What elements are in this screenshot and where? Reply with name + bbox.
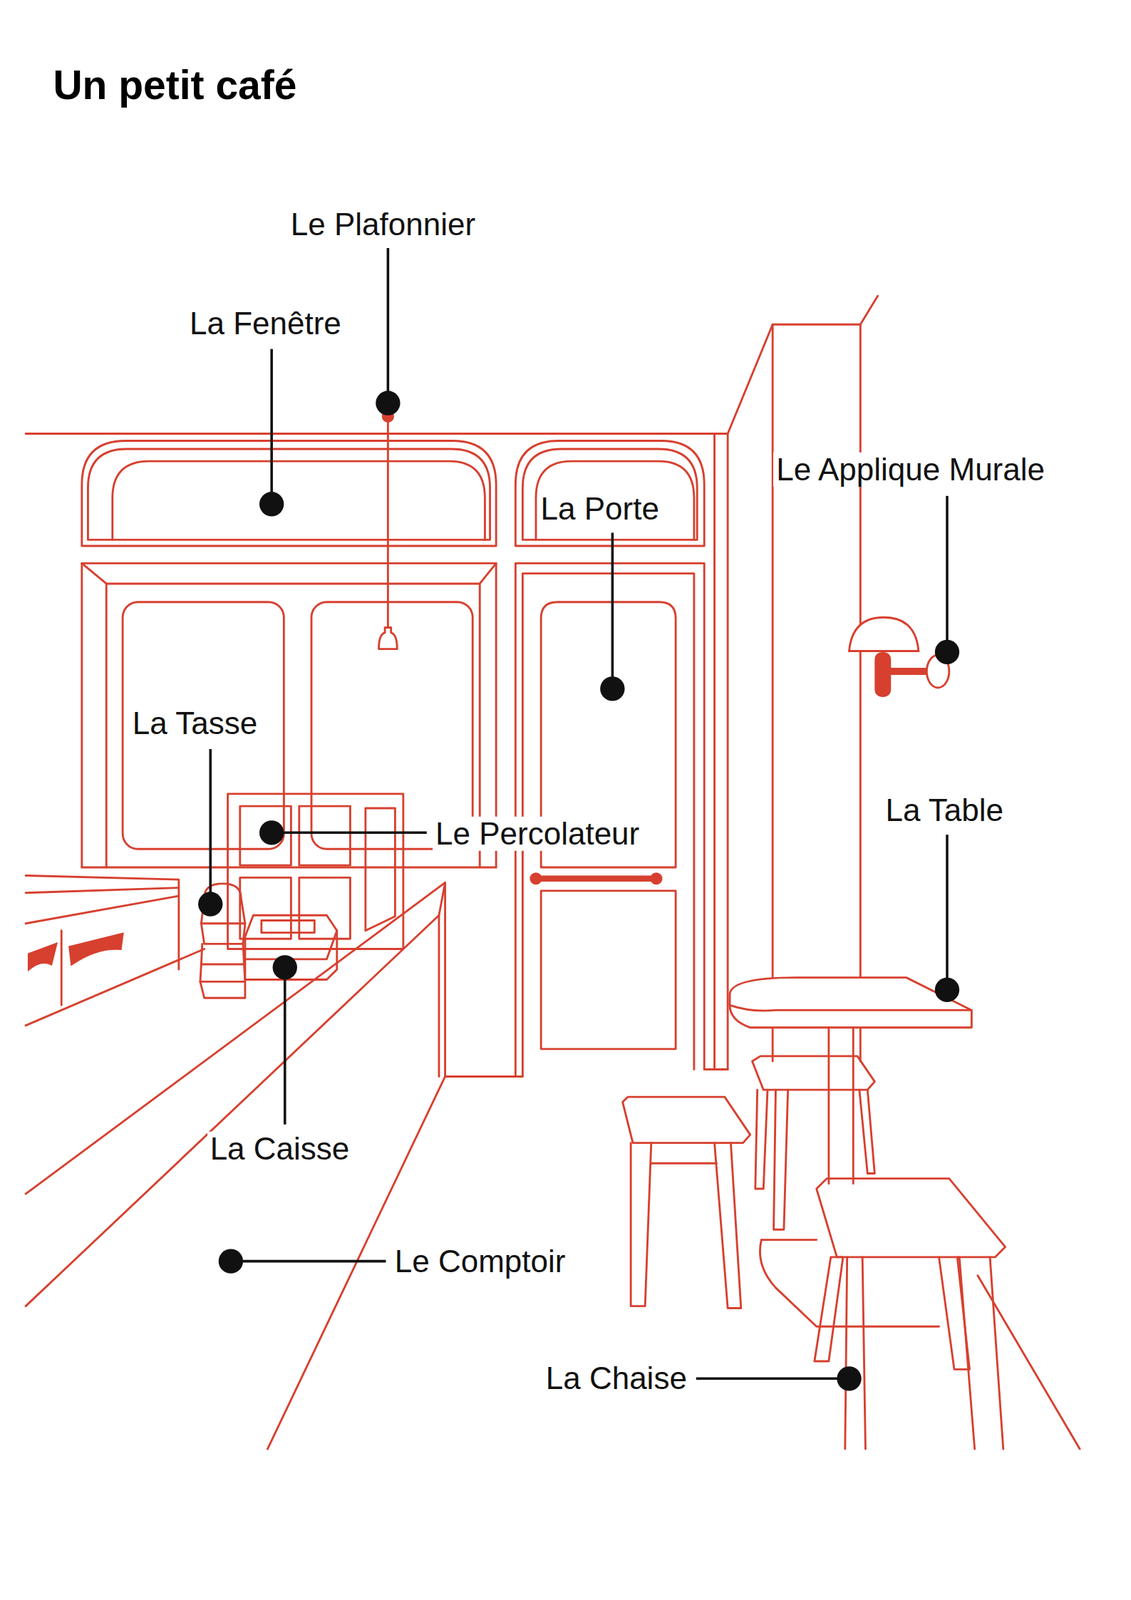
part-label: Le Percolateur bbox=[432, 816, 643, 851]
leader-lines bbox=[210, 248, 948, 1379]
part-label: Le Plafonnier bbox=[287, 207, 479, 242]
page-title: Un petit café bbox=[52, 62, 297, 107]
part-label: Le Comptoir bbox=[391, 1243, 569, 1278]
red-details bbox=[28, 411, 662, 970]
leader-dots bbox=[198, 390, 960, 1391]
part-label: La Caisse bbox=[207, 1131, 353, 1166]
part-label: La Chaise bbox=[543, 1361, 690, 1396]
wall-sconce bbox=[849, 617, 950, 696]
part-label: La Tasse bbox=[129, 706, 261, 741]
cafe-drawing bbox=[25, 295, 1080, 1449]
part-label: La Table bbox=[882, 793, 1007, 828]
part-label: La Fenêtre bbox=[186, 306, 345, 341]
part-label: Le Applique Murale bbox=[773, 451, 1048, 487]
part-label: La Porte bbox=[538, 491, 663, 526]
